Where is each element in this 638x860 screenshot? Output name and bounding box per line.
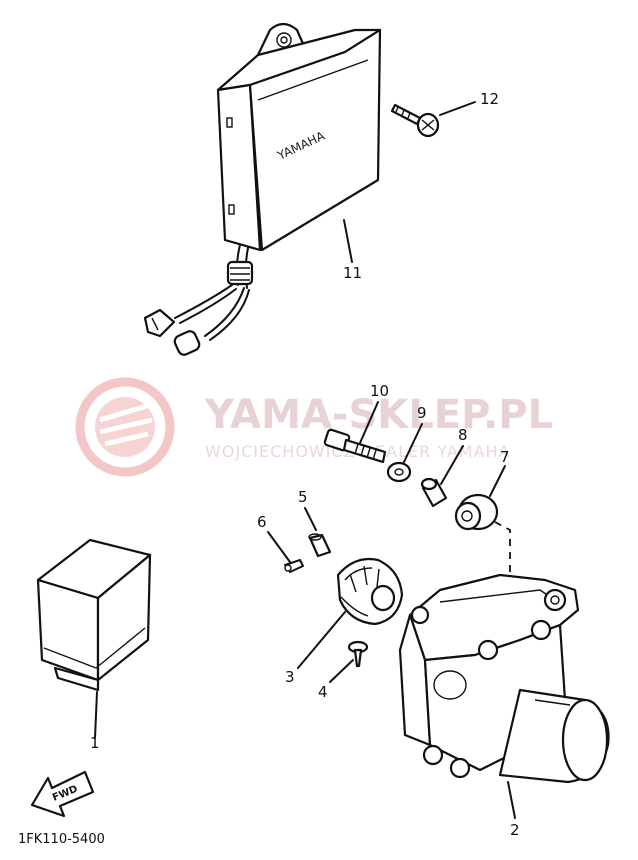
callout-12: 12	[480, 90, 499, 108]
screw-part-4	[347, 640, 369, 668]
housing-part-2	[398, 573, 610, 784]
callout-6: 6	[257, 513, 267, 531]
watermark: YAMA-SKLEP.PL WOJCIECHOWICZ DEALER YAMAH…	[75, 377, 553, 477]
callout-10: 10	[370, 382, 389, 400]
callout-7: 7	[500, 448, 510, 466]
bolt-part-10	[323, 428, 387, 464]
callout-3: 3	[285, 668, 295, 686]
fwd-arrow-icon: FWD	[30, 770, 95, 818]
callout-9: 9	[417, 404, 427, 422]
callout-1: 1	[90, 734, 100, 752]
relay-part-1	[36, 538, 152, 692]
washer-part-9	[386, 461, 412, 483]
watermark-logo	[75, 377, 175, 477]
grommet-part-7	[454, 493, 499, 531]
collar-part-8	[420, 477, 448, 508]
pin-part-5	[308, 533, 332, 558]
callout-4: 4	[318, 683, 328, 701]
callout-labels: 1 2 3 4 5 6 7 8 9 10 11 12	[90, 90, 520, 839]
rotor-part-3	[336, 557, 404, 626]
callout-11: 11	[343, 264, 362, 282]
watermark-title: YAMA-SKLEP.PL	[204, 392, 553, 438]
control-unit-part-11: YAMAHA	[143, 22, 382, 356]
screw-part-12	[390, 103, 440, 138]
callout-8: 8	[458, 426, 468, 444]
clip-part-6	[284, 559, 304, 573]
leader-lines	[94, 101, 516, 819]
callout-2: 2	[510, 821, 520, 839]
diagram-code: 1FK110-5400	[18, 832, 105, 847]
callout-5: 5	[298, 488, 308, 506]
